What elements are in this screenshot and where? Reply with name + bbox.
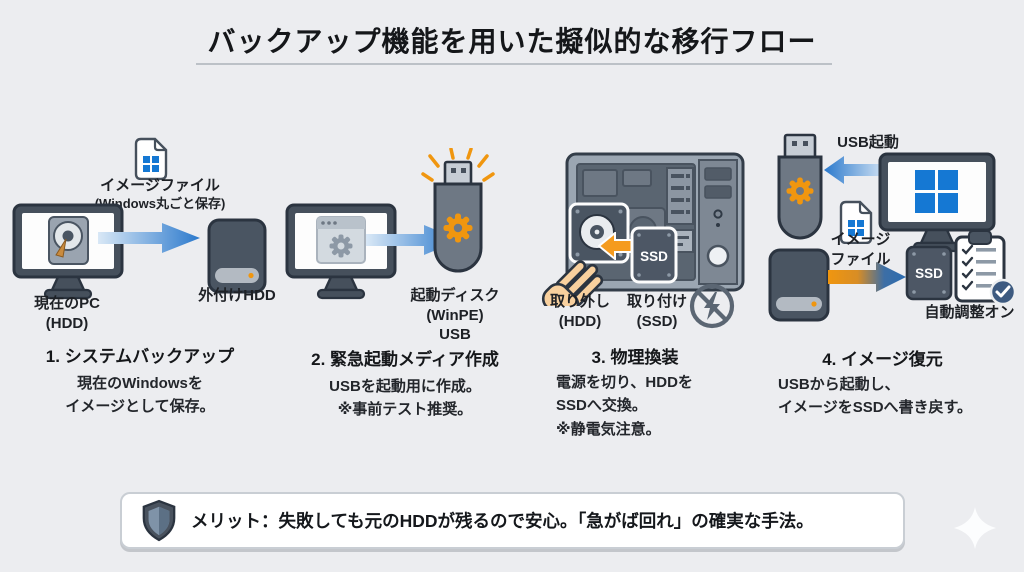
shield-icon — [142, 499, 176, 541]
ssd-icon: SSD — [905, 245, 953, 301]
no-static-icon — [689, 283, 735, 329]
step-2-heading: 2. 緊急起動メディア作成 — [311, 350, 499, 369]
image-file-sublabel: (Windows丸ごと保存) — [94, 196, 226, 211]
usb-boot-label: USB起動 — [837, 134, 899, 151]
image-file-label: イメージファイル — [100, 177, 220, 194]
step-2-boot-media: 起動ディスク (WinPE) USB 2. 緊急起動メディア作成 USBを起動用… — [280, 130, 530, 460]
boot-usb-icon — [777, 133, 823, 240]
external-hdd-icon — [207, 218, 267, 294]
checklist-clipboard-icon — [954, 230, 1017, 306]
merit-banner: メリット：失敗しても元のHDDが残るので安心。「急がば回れ」の確実な手法。 — [120, 492, 905, 549]
step-3-body: 電源を切り、HDDを SSDへ交換。 ※静電気注意。 — [556, 374, 693, 438]
merit-text: メリット：失敗しても元のHDDが残るので安心。「急がば回れ」の確実な手法。 — [191, 511, 814, 531]
sparkle-icon — [954, 507, 996, 549]
step-1-heading: 1. システムバックアップ — [45, 347, 235, 366]
step-2-body: USBを起動用に作成。 ※事前テスト推奨。 — [329, 378, 481, 419]
image-file-label: イメージ ファイル — [830, 231, 891, 268]
auto-adjust-label: 自動調整オン — [924, 304, 1015, 321]
step-3-heading: 3. 物理換装 — [591, 348, 679, 367]
external-hdd-label: 外付けHDD — [198, 287, 276, 304]
image-file-icon — [134, 137, 168, 180]
hand-removing-hdd-icon — [541, 202, 630, 306]
external-hdd-icon — [768, 248, 830, 322]
ssd-icon: SSD — [630, 226, 678, 284]
remove-hdd-label: 取り外し (HDD) — [549, 293, 610, 330]
current-pc-label: 現在のPC (HDD) — [34, 295, 100, 332]
ssd-chip-label: SSD — [640, 249, 668, 264]
pc-monitor-hdd-icon — [12, 203, 124, 300]
step-1-body: 現在のWindowsを イメージとして保存。 — [65, 375, 215, 416]
step-1-system-backup: イメージファイル (Windows丸ごと保存) 現在のPC (HDD) 外付けH… — [0, 130, 280, 460]
arrow-right-icon — [98, 223, 200, 253]
image-file-icon — [839, 200, 873, 244]
step-3-physical-swap: SSD 取り外し (HDD) 取り付け (SSD) 3. 物理換装 電源を切り、… — [530, 130, 770, 460]
arrow-right-gradient-icon — [828, 262, 906, 292]
arrow-left-blue-icon — [824, 156, 881, 184]
boot-usb-icon — [421, 148, 495, 273]
title-underline — [196, 63, 832, 65]
step-4-image-restore: USB起動 イメージ ファイル — [765, 125, 1024, 455]
ssd-chip-label: SSD — [915, 266, 943, 281]
step-4-body: USBから起動し、 イメージをSSDへ書き戻す。 — [778, 376, 973, 417]
step-4-heading: 4. イメージ復元 — [822, 350, 943, 369]
install-ssd-label: 取り付け (SSD) — [626, 293, 687, 330]
boot-usb-label: 起動ディスク (WinPE) USB — [410, 287, 500, 343]
page-title: バックアップ機能を用いた擬似的な移行フロー — [207, 26, 817, 57]
